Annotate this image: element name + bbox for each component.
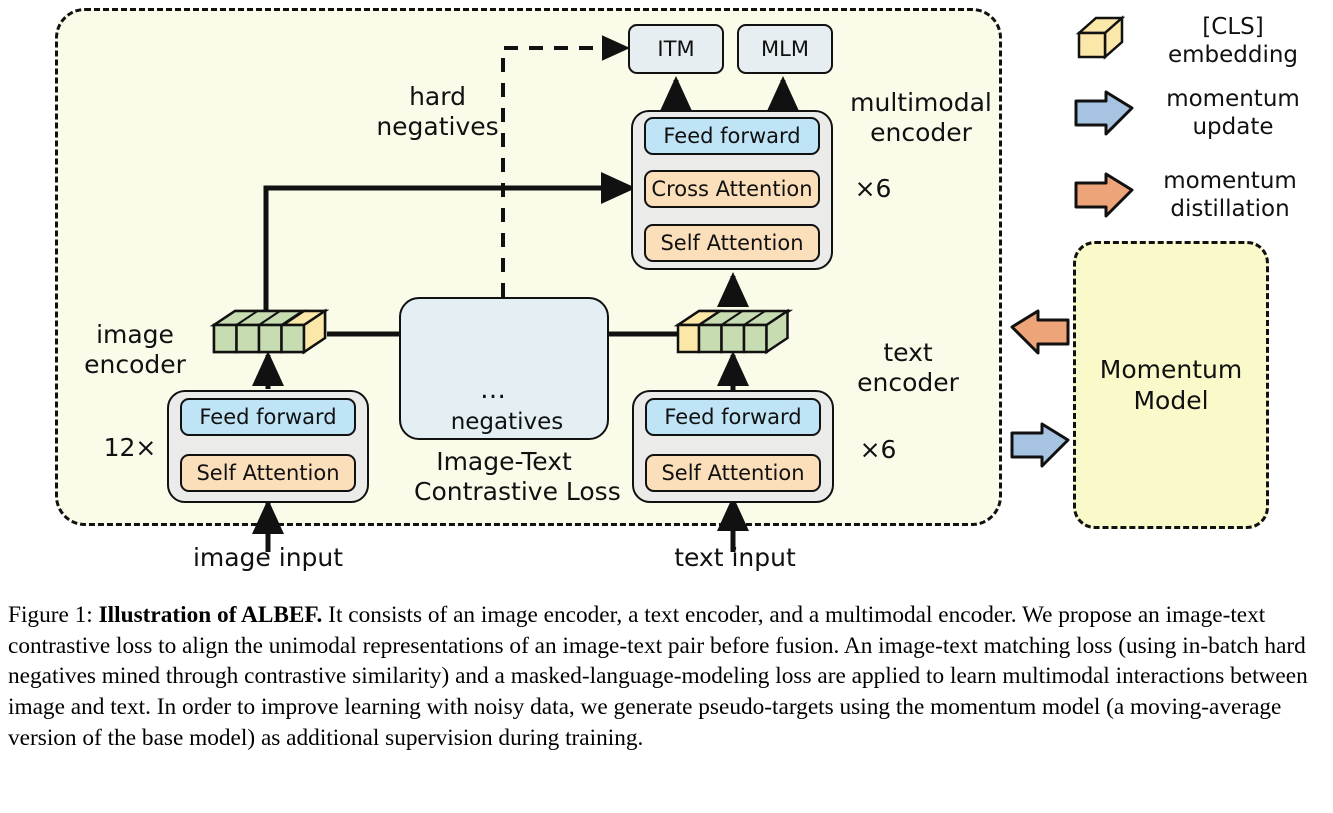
multimodal-encoder-title: multimodal encoder (846, 88, 996, 148)
itc-caption-line1: Image-Text (436, 447, 572, 476)
image-encoder-feed-forward-layer[interactable]: Feed forward (180, 398, 356, 436)
itc-caption-line2: Contrastive Loss (414, 477, 621, 506)
legend-cls-line2: embedding (1167, 41, 1299, 68)
layer-label: Cross Attention (651, 177, 813, 201)
multimodal-cross-attention-layer[interactable]: Cross Attention (644, 170, 820, 208)
layer-label: Feed forward (199, 405, 337, 429)
image-encoder-title-line2: encoder (84, 350, 186, 379)
itm-label: ITM (657, 37, 695, 61)
legend-distill-line1: momentum (1163, 168, 1297, 194)
layer-label: Self Attention (196, 461, 340, 485)
text-encoder-feed-forward-layer[interactable]: Feed forward (645, 398, 821, 436)
image-encoder-title: image encoder (70, 320, 200, 380)
legend-update-line2: update (1192, 113, 1274, 140)
itc-ellipsis: … (480, 375, 508, 405)
multimodal-encoder-repeat: ×6 (854, 174, 892, 203)
momentum-model-line2: Model (1133, 386, 1209, 415)
image-text-contrastive-box (399, 297, 609, 440)
legend-cube-icon (1075, 15, 1126, 60)
image-encoder-title-line1: image (96, 320, 174, 349)
multimodal-feed-forward-layer[interactable]: Feed forward (644, 117, 820, 155)
caption-body: It consists of an image encoder, a text … (8, 602, 1308, 751)
multimodal-encoder-title-line2: encoder (870, 118, 972, 147)
caption-bold-title: Illustration of ALBEF. (98, 602, 323, 628)
text-encoder-self-attention-layer[interactable]: Self Attention (645, 454, 821, 492)
image-encoder-self-attention-layer[interactable]: Self Attention (180, 454, 356, 492)
legend-update-line1: momentum (1166, 86, 1300, 112)
momentum-update-arrow (1010, 422, 1070, 468)
legend-cls-embedding-text: [CLS] embedding (1138, 14, 1328, 69)
momentum-model-box[interactable]: Momentum Model (1073, 241, 1269, 529)
legend-momentum-distillation-text: momentum distillation (1130, 168, 1330, 223)
layer-label: Self Attention (660, 231, 804, 255)
figure-canvas: ITM MLM Feed forward Cross Attention Sel… (55, 8, 1330, 572)
multimodal-self-attention-layer[interactable]: Self Attention (644, 224, 820, 262)
image-input-label: image input (192, 543, 344, 572)
hard-negatives-line2: negatives (376, 112, 499, 141)
legend-momentum-update-arrow-icon (1074, 90, 1134, 136)
momentum-distillation-arrow (1010, 309, 1070, 355)
mlm-head-box[interactable]: MLM (737, 24, 833, 74)
image-encoder-repeat: 12× (103, 433, 157, 462)
hard-negatives-label: hard negatives (370, 82, 505, 142)
legend-momentum-update-text: momentum update (1138, 86, 1328, 141)
mlm-label: MLM (761, 37, 809, 61)
itc-negatives-label: negatives (450, 409, 564, 435)
text-encoder-title: text encoder (848, 338, 968, 398)
layer-label: Feed forward (663, 124, 801, 148)
momentum-model-line1: Momentum (1099, 354, 1243, 384)
text-input-label: text input (674, 543, 796, 572)
layer-label: Self Attention (661, 461, 805, 485)
legend-distill-line2: distillation (1170, 195, 1290, 222)
caption-prefix: Figure 1: (8, 602, 93, 628)
itc-caption: Image-Text Contrastive Loss (414, 447, 621, 507)
multimodal-encoder-title-line1: multimodal (850, 88, 992, 117)
itm-head-box[interactable]: ITM (628, 24, 724, 74)
text-encoder-title-line2: encoder (857, 368, 959, 397)
hard-negatives-line1: hard (409, 82, 466, 111)
text-encoder-repeat: ×6 (859, 435, 897, 464)
layer-label: Feed forward (664, 405, 802, 429)
figure-caption: Figure 1: Illustration of ALBEF. It cons… (8, 600, 1326, 753)
text-encoder-title-line1: text (883, 338, 933, 367)
legend-cls-line1: [CLS] (1202, 14, 1264, 40)
legend-momentum-distillation-arrow-icon (1074, 172, 1134, 218)
